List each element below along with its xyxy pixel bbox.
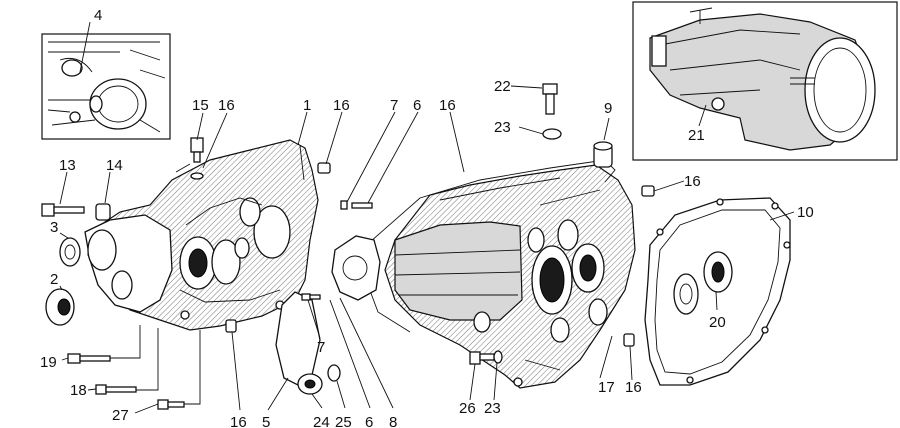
callout-labels: 4 15 16 1 16 7 6 16 22 23 9 16 10 20 21 …	[40, 7, 814, 428]
callout-10: 10	[797, 204, 814, 221]
callout-14: 14	[106, 157, 123, 174]
cover-plate-5	[275, 291, 321, 386]
callout-8: 8	[389, 414, 397, 428]
callout-22: 22	[494, 78, 511, 95]
front-housing-half	[84, 139, 319, 331]
callout-27: 27	[112, 407, 129, 424]
callout-15: 16	[439, 97, 456, 114]
washer-23-top	[542, 128, 562, 140]
callout-21: 21	[688, 127, 705, 144]
inset-detail-seal	[41, 33, 171, 140]
callout-4: 4	[94, 7, 102, 24]
callout-26: 26	[459, 400, 476, 417]
dowel-16-top	[317, 162, 331, 174]
rear-housing-half	[384, 164, 636, 389]
bearing-2	[45, 288, 75, 326]
washer-25	[327, 364, 341, 382]
callout-2: 2	[50, 271, 58, 288]
callout-16-right: 16	[684, 173, 701, 190]
callout-19: 19	[40, 354, 57, 371]
callout-7-bottom: 7	[317, 339, 325, 356]
screw-7-top	[340, 200, 373, 210]
bushing-9	[593, 141, 613, 168]
callout-6-bottom: 6	[365, 414, 373, 428]
callout-3: 3	[50, 219, 58, 236]
inset-assembled-gearbox	[632, 1, 898, 161]
washer-23-bottom	[493, 350, 503, 364]
callout-16-top: 16	[333, 97, 350, 114]
callout-12: 16	[218, 97, 235, 114]
leader-lines	[59, 21, 795, 414]
callout-5: 5	[262, 414, 270, 428]
small-gasket	[331, 235, 381, 301]
callout-11: 15	[192, 97, 209, 114]
callout-7-top: 7	[390, 97, 398, 114]
callout-23-top: 23	[494, 119, 511, 136]
callout-1: 1	[303, 97, 311, 114]
nut-14	[95, 203, 111, 221]
dowel-16-bottom	[623, 333, 635, 347]
screw-18	[95, 384, 137, 395]
callout-17: 17	[598, 379, 615, 396]
callout-6-top: 6	[413, 97, 421, 114]
bolt-13	[41, 203, 85, 217]
bearing-set	[673, 251, 733, 315]
dowel-16-left	[225, 319, 237, 333]
dowel-16-right	[641, 185, 655, 197]
plug-24	[297, 373, 323, 395]
callout-20: 20	[709, 314, 726, 331]
union-bolt-22	[542, 83, 558, 115]
callout-25: 25	[335, 414, 352, 428]
callout-18: 18	[70, 382, 87, 399]
callout-13: 13	[59, 157, 76, 174]
callout-16-bottom-left: 16	[230, 414, 247, 428]
callout-24: 24	[313, 414, 330, 428]
screw-27	[157, 399, 185, 410]
callout-23-bottom: 23	[484, 400, 501, 417]
stud-7	[301, 293, 321, 301]
seal-3	[59, 237, 81, 267]
screw-19	[67, 353, 111, 364]
callout-16-bottom-right: 16	[625, 379, 642, 396]
callout-9: 9	[604, 100, 612, 117]
